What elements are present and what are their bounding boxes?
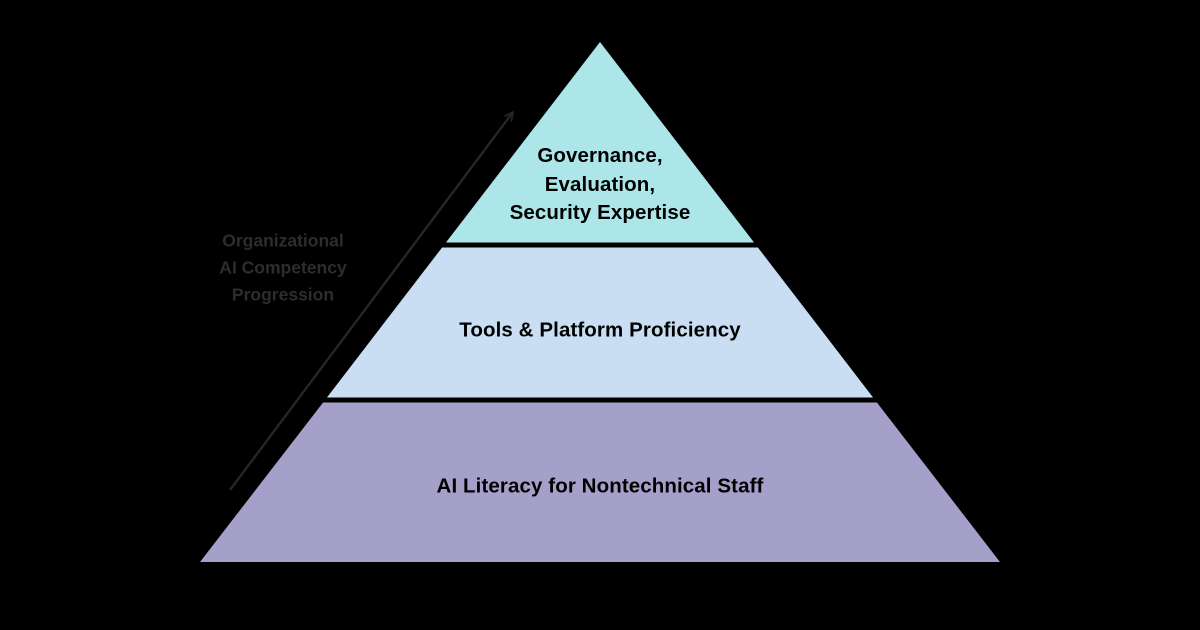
pyramid-tier-top xyxy=(444,42,756,245)
tier-label-top: Governance, Evaluation, Security Experti… xyxy=(510,142,691,228)
tier-label-line: Security Expertise xyxy=(509,201,691,225)
tier-label-line: Evaluation, xyxy=(544,172,656,196)
progression-arrow xyxy=(229,111,514,491)
progression-label-line: AI Competency xyxy=(219,257,347,278)
tier-label-line: AI Literacy for Nontechnical Staff xyxy=(436,474,764,498)
tier-label-line: Governance, xyxy=(537,143,663,167)
progression-label: Organizational AI Competency Progression xyxy=(219,227,346,308)
tier-label-line: Tools & Platform Proficiency xyxy=(459,318,741,342)
pyramid-tier-middle xyxy=(325,245,875,400)
tier-label-bottom: AI Literacy for Nontechnical Staff xyxy=(437,473,764,502)
tier-label-middle: Tools & Platform Proficiency xyxy=(459,317,741,346)
progression-label-line: Organizational xyxy=(222,230,344,251)
progression-label-line: Progression xyxy=(231,284,335,305)
pyramid-tier-bottom xyxy=(200,400,1000,562)
